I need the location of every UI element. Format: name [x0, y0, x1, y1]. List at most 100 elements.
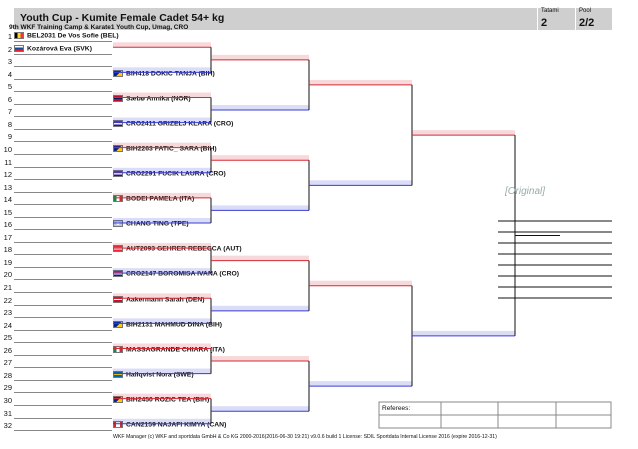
row-line — [14, 241, 112, 243]
row-number: 15 — [3, 207, 12, 217]
row-number: 19 — [3, 257, 12, 267]
row-line — [14, 116, 112, 118]
competitor-name: CHANG TING (TPE) — [126, 220, 189, 228]
header-bar — [14, 8, 612, 30]
competitor-entry: CRO2291 FUCIK LAURA (CRO) — [113, 170, 226, 177]
competitor-name: BODEI PAMELA (ITA) — [126, 195, 195, 203]
row-line — [14, 392, 112, 394]
competitor-entry: BEL2031 De Vos Sofie (BEL) — [14, 32, 119, 39]
slot-shade — [412, 130, 515, 136]
den-flag-icon — [113, 295, 123, 303]
row-number: 8 — [7, 119, 12, 129]
slot-shade — [113, 393, 211, 399]
slot-shade — [309, 180, 412, 186]
row-line — [14, 141, 112, 143]
slot-shade — [211, 54, 309, 60]
row-line — [14, 216, 112, 218]
row-number: 31 — [3, 408, 12, 418]
bih-flag-icon — [113, 69, 123, 77]
slot-shade — [113, 418, 211, 424]
bel-flag-icon — [14, 32, 24, 39]
slot-shade — [113, 42, 211, 48]
row-line — [14, 78, 112, 80]
row-line — [14, 179, 112, 181]
row-number: 22 — [3, 295, 12, 305]
nor-flag-icon — [113, 94, 123, 102]
row-number: 24 — [3, 320, 12, 330]
slot-shade — [211, 305, 309, 311]
can-flag-icon — [113, 421, 123, 429]
slot-shade — [113, 318, 211, 324]
row-line — [14, 153, 112, 155]
slot-shade — [211, 105, 309, 111]
row-number: 32 — [3, 421, 12, 431]
row-number: 4 — [7, 69, 12, 79]
competitor-entry: BIH418 DOKIC TANJA (BIH) — [113, 69, 215, 77]
row-line — [14, 53, 112, 55]
row-number: 30 — [3, 395, 12, 405]
cro-flag-icon — [113, 270, 123, 278]
row-line — [14, 166, 112, 168]
competitor-name: BIH2450 ROZIC TEA (BIH) — [126, 396, 210, 404]
competitor-entry: Kozárová Eva (SVK) — [14, 44, 92, 52]
row-line — [14, 304, 112, 306]
row-line — [14, 292, 112, 293]
row-line — [14, 379, 112, 381]
row-line — [14, 254, 112, 256]
cro-flag-icon — [113, 170, 123, 178]
row-line — [14, 204, 112, 206]
slot-shade — [211, 356, 309, 362]
slot-shade — [113, 243, 211, 249]
row-line — [14, 266, 112, 268]
competitor-entry: CRO2411 GRIZELJ KLARA (CRO) — [113, 119, 233, 127]
slot-shade — [113, 343, 211, 349]
competitor-entry: CHANG TING (TPE) — [113, 220, 189, 228]
slot-shade — [113, 192, 211, 198]
bih-flag-icon — [113, 144, 123, 152]
row-line — [14, 329, 112, 331]
row-number: 29 — [3, 383, 12, 393]
competitor-name: Kozárová Eva (SVK) — [27, 44, 92, 52]
row-line — [14, 91, 112, 93]
row-number: 28 — [3, 370, 12, 380]
row-number: 9 — [7, 132, 12, 142]
competitor-name: BIH2263 FATIC_ SARA (BIH) — [126, 145, 217, 153]
row-number: 27 — [3, 358, 12, 368]
row-line — [14, 417, 112, 419]
row-number: 13 — [3, 182, 12, 192]
row-number: 26 — [3, 345, 12, 355]
slot-shade — [113, 293, 211, 299]
row-number: 5 — [7, 82, 12, 92]
competitor-name: CRO2291 FUCIK LAURA (CRO) — [126, 170, 226, 178]
competitor-name: Hallqvist Nora (SWE) — [126, 371, 194, 379]
competitor-name: BIH2131 MAHMUD DINA (BIH) — [126, 320, 223, 328]
swe-flag-icon — [113, 370, 123, 378]
row-number: 20 — [3, 270, 12, 280]
slot-shade — [309, 280, 412, 286]
slot-shade — [113, 268, 211, 274]
competitor-entry: Hallqvist Nora (SWE) — [113, 370, 194, 379]
ita-flag-icon — [113, 195, 123, 203]
watermark: [Original] — [505, 186, 546, 197]
referees-label: Referees: — [382, 405, 411, 412]
row-line — [14, 317, 112, 319]
competitor-entry: Sæbø Annika (NOR) — [113, 94, 191, 102]
page-title: Youth Cup - Kumite Female Cadet 54+ kg — [20, 12, 225, 24]
row-line — [14, 367, 112, 369]
competitor-entry: MASSAGRANDE CHIARA (ITA) — [113, 345, 225, 353]
bih-flag-icon — [113, 320, 123, 328]
row-line — [14, 191, 112, 193]
row-number: 25 — [3, 333, 12, 343]
tpe-flag-icon — [113, 220, 123, 228]
row-number: 23 — [3, 308, 12, 318]
row-line — [14, 103, 112, 105]
row-line — [14, 404, 112, 406]
row-line — [14, 229, 112, 231]
competitor-entry: CRO2147 BOROMISA IVANA (CRO) — [113, 270, 239, 278]
row-line — [14, 342, 112, 344]
slot-shade — [113, 92, 211, 98]
slot-shade — [412, 330, 515, 336]
pool-box — [575, 6, 611, 31]
row-number: 17 — [3, 232, 12, 242]
